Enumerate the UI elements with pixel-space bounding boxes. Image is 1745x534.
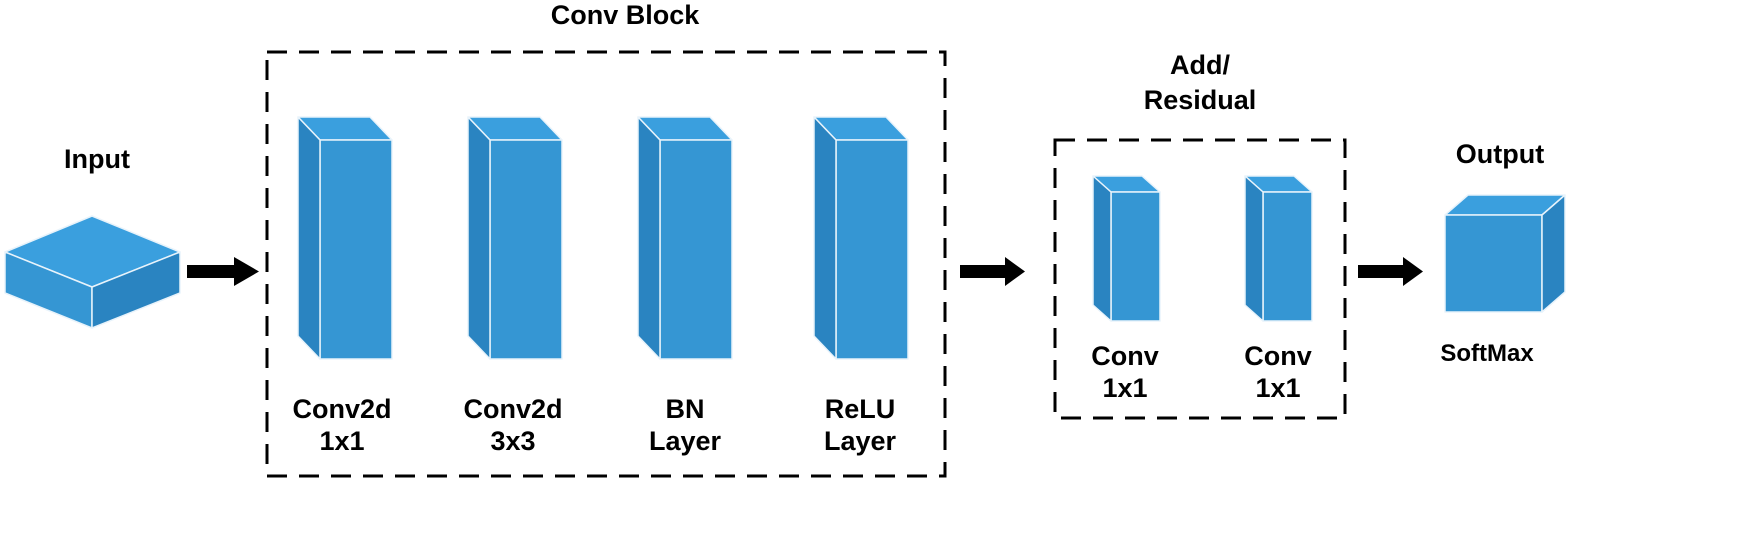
arrow-conv-to-residual (960, 257, 1025, 286)
output-block (1444, 194, 1566, 313)
conv-layer-2-label-line1: Conv2d (463, 394, 562, 424)
residual-conv-1-label-line2: 1x1 (1102, 373, 1147, 403)
conv-layer-2 (467, 116, 563, 360)
relu-layer-label-line1: ReLU (825, 394, 896, 424)
conv-block-title: Conv Block (551, 0, 701, 30)
relu-layer-label-line2: Layer (824, 426, 897, 456)
residual-conv-2-label-line2: 1x1 (1255, 373, 1300, 403)
bn-layer-label-line2: Layer (649, 426, 722, 456)
residual-conv-2 (1244, 175, 1313, 322)
arrow-input-to-conv (187, 257, 259, 286)
conv-layer-1 (297, 116, 393, 360)
residual-title-line1: Add/ (1170, 50, 1230, 80)
residual-block-frame (1053, 138, 1347, 420)
residual-conv-1-label-line1: Conv (1091, 341, 1159, 371)
arrow-residual-to-output (1358, 257, 1423, 286)
bn-layer (637, 116, 733, 360)
output-label: SoftMax (1440, 340, 1534, 367)
bn-layer-label-line1: BN (666, 394, 705, 424)
output-title: Output (1456, 139, 1544, 169)
residual-title-line2: Residual (1144, 85, 1257, 115)
residual-conv-2-label-line1: Conv (1244, 341, 1312, 371)
input-block (4, 215, 181, 329)
input-title: Input (64, 144, 130, 174)
conv-layer-2-label-line2: 3x3 (490, 426, 535, 456)
conv-block-frame (265, 50, 947, 478)
conv-layer-1-label-line2: 1x1 (319, 426, 364, 456)
conv-layer-1-label-line1: Conv2d (292, 394, 391, 424)
residual-conv-1 (1092, 175, 1161, 322)
relu-layer (813, 116, 909, 360)
